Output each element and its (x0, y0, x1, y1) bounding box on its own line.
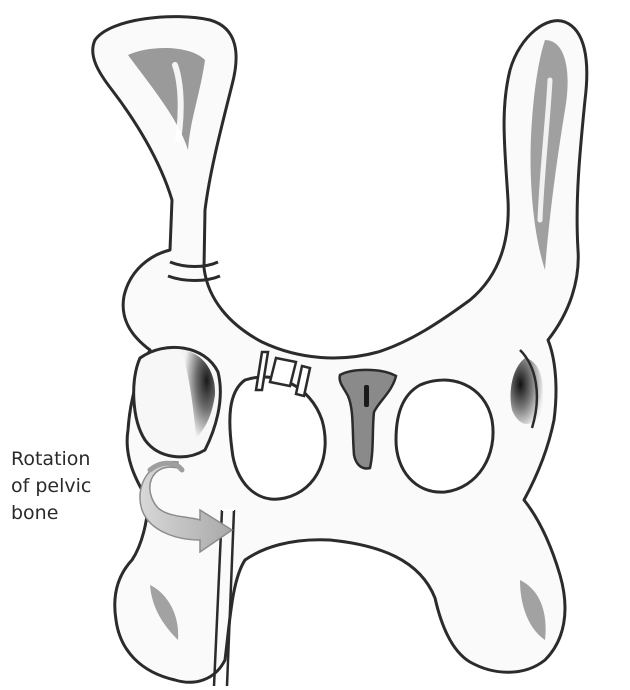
rotation-label-line-3: bone (11, 500, 131, 527)
rotation-label-line-1: Rotation (11, 446, 131, 473)
rotation-label: Rotation of pelvic bone (11, 446, 131, 527)
symphysis-slot (364, 385, 369, 407)
rotation-label-line-2: of pelvic (11, 473, 131, 500)
right-obturator-foramen (396, 380, 493, 492)
